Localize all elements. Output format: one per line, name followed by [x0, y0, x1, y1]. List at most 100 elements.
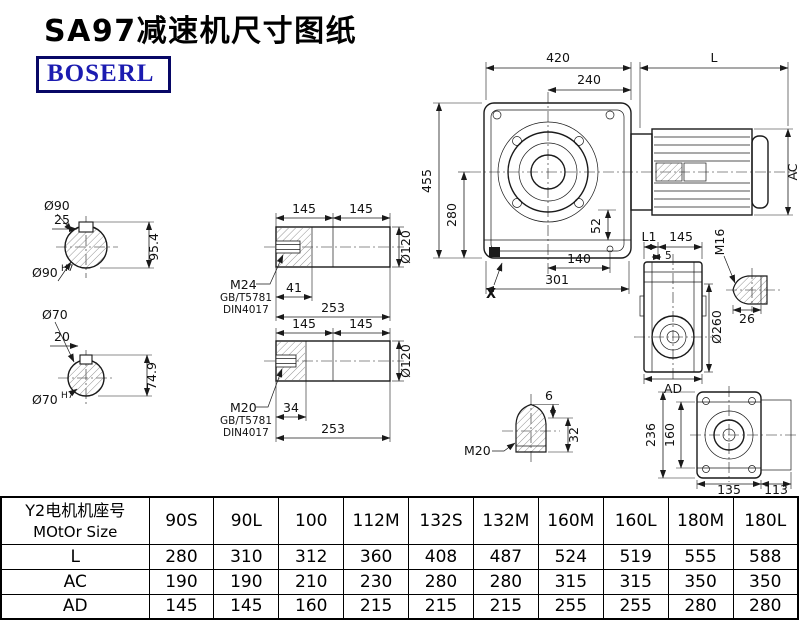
- table-row-AC: AC 190 190 210 230 280 280 315 315 350 3…: [0, 568, 799, 595]
- dim-145a-top: 145: [292, 201, 316, 216]
- output-shaft-bottom-view: 145 145 34 253 Ø120 M20 GB/T5781 DIN4017: [220, 316, 413, 442]
- table-row-L: L 280 310 312 360 408 487 524 519 555 58…: [0, 543, 799, 570]
- column-header: 180M: [667, 496, 734, 545]
- shaft-section-70-view: Ø70 20 74.9 Ø70 H7: [32, 307, 159, 407]
- dim-240: 240: [577, 72, 601, 87]
- brand-logo: BOSERL: [36, 56, 172, 93]
- value-cell: 210: [278, 568, 345, 595]
- value-cell: 160: [278, 593, 345, 620]
- value-cell: 215: [472, 593, 539, 620]
- motor-endcap: [751, 135, 769, 209]
- fit-90-label: Ø90: [32, 265, 58, 280]
- dim-34: 34: [283, 400, 299, 415]
- dimension-drawing: Ø90 25 95.4 Ø90 H7 Ø70 20 74.9: [32, 50, 800, 496]
- value-cell: 315: [537, 568, 604, 595]
- row-label: AC: [0, 568, 150, 595]
- fit-90-tolerance: H7: [61, 264, 74, 274]
- key-width-25-label: 25: [54, 212, 70, 227]
- x-marker-block: [489, 247, 500, 257]
- value-cell: 145: [148, 593, 215, 620]
- dim-32: 32: [566, 427, 581, 443]
- value-cell: 280: [732, 593, 799, 620]
- thread-m20-label: M20: [230, 400, 257, 415]
- dim-260: Ø260: [709, 310, 724, 344]
- dim-113: 113: [764, 482, 788, 496]
- value-cell: 280: [148, 543, 215, 570]
- column-header: 132M: [472, 496, 539, 545]
- value-cell: 350: [732, 568, 799, 595]
- row-label: L: [0, 543, 150, 570]
- column-header: 90L: [213, 496, 280, 545]
- flange-bolt-circle: [497, 121, 599, 223]
- dim-26: 26: [739, 311, 755, 326]
- row-label: AD: [0, 593, 150, 620]
- value-cell: 255: [537, 593, 604, 620]
- dia-70-label: Ø70: [42, 307, 68, 322]
- output-shaft-top-view: 145 145 41 253 Ø120 M24 GB/T5781 DIN4017: [220, 201, 413, 321]
- value-cell: 145: [213, 593, 280, 620]
- value-cell: 350: [667, 568, 734, 595]
- dim-160: 160: [662, 423, 677, 447]
- height-95-label: 95.4: [146, 233, 161, 261]
- dim-455: 455: [419, 169, 434, 193]
- value-cell: 280: [472, 568, 539, 595]
- label-M20-detail: M20: [464, 443, 491, 458]
- value-cell: 312: [278, 543, 345, 570]
- dim-236: 236: [643, 423, 658, 447]
- column-header: 160L: [602, 496, 669, 545]
- motor-fins: [654, 136, 750, 208]
- value-cell: 230: [343, 568, 410, 595]
- value-cell: 280: [408, 568, 474, 595]
- shaft-section-90-view: Ø90 25 95.4 Ø90 H7: [32, 198, 161, 282]
- oil-plug: [606, 245, 614, 253]
- value-cell: 487: [472, 543, 539, 570]
- cone-detail-view: 6 32 M20: [464, 388, 581, 462]
- dim-145-side: 145: [669, 229, 693, 244]
- dim-L1: L1: [642, 229, 657, 244]
- side-housing: [643, 261, 703, 373]
- column-header: 90S: [148, 496, 215, 545]
- fit-70-tolerance: H7: [61, 391, 74, 401]
- header-line-cn: Y2电机机座号: [25, 500, 126, 520]
- key-width-20-label: 20: [54, 329, 70, 344]
- cone-shape: [515, 403, 547, 453]
- dim-301: 301: [545, 272, 569, 287]
- value-cell: 215: [343, 593, 410, 620]
- value-cell: 190: [148, 568, 215, 595]
- dim-L: L: [711, 50, 718, 65]
- column-header: 160M: [537, 496, 604, 545]
- dim-140: 140: [567, 251, 591, 266]
- value-cell: 255: [602, 593, 669, 620]
- value-cell: 215: [408, 593, 474, 620]
- motor-size-table: Y2电机机座号 MOtOr Size 90S 90L 100 112M 132S…: [0, 496, 799, 620]
- dim-135: 135: [717, 482, 741, 496]
- column-header: 112M: [343, 496, 410, 545]
- value-cell: 524: [537, 543, 604, 570]
- label-X: X: [486, 287, 496, 302]
- dim-420: 420: [546, 50, 570, 65]
- fit-70-label: Ø70: [32, 392, 58, 407]
- page-title: SA97减速机尺寸图纸: [44, 14, 358, 49]
- std-din-bottom: DIN4017: [223, 427, 269, 439]
- header-line-en: MOtOr Size: [33, 522, 118, 541]
- side-view: L1 145 5 Ø260 M16 26 AD: [634, 229, 780, 396]
- value-cell: 555: [667, 543, 734, 570]
- dim-145b-bottom: 145: [349, 316, 373, 331]
- value-cell: 280: [667, 593, 734, 620]
- value-cell: 190: [213, 568, 280, 595]
- value-cell: 360: [343, 543, 410, 570]
- table-row-AD: AD 145 145 160 215 215 215 255 255 280 2…: [0, 593, 799, 620]
- keyway-90: [78, 221, 94, 233]
- dim-41: 41: [286, 280, 302, 295]
- output-flange: [651, 315, 695, 359]
- value-cell: 315: [602, 568, 669, 595]
- column-header: 100: [278, 496, 345, 545]
- dim-280: 280: [444, 203, 459, 227]
- value-cell: 408: [408, 543, 474, 570]
- motor-size-header-cell: Y2电机机座号 MOtOr Size: [0, 496, 150, 545]
- table-header-row: Y2电机机座号 MOtOr Size 90S 90L 100 112M 132S…: [0, 496, 799, 545]
- height-74-label: 74.9: [144, 362, 159, 390]
- column-header: 132S: [408, 496, 474, 545]
- column-header: 180L: [732, 496, 799, 545]
- std-gb-top: GB/T5781: [220, 292, 272, 304]
